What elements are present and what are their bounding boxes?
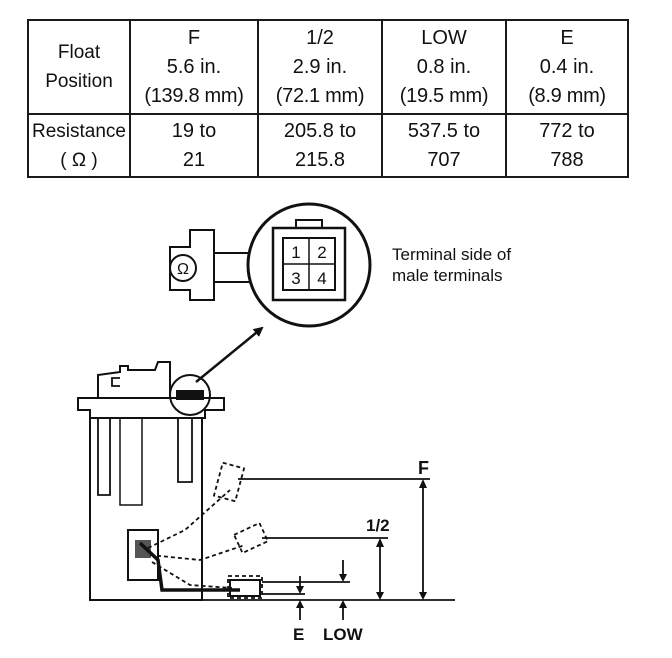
empty-upper-arrowhead <box>296 586 304 594</box>
pointer-arrow <box>195 326 264 383</box>
level-label-half: 1/2 <box>366 516 390 535</box>
resistance-value: 537.5 to <box>407 119 481 142</box>
ohm-symbol: Ω <box>177 261 189 278</box>
resistance-f: 19 to 21 <box>129 113 259 178</box>
resistance-value: 19 to <box>171 119 217 142</box>
top-flange <box>77 397 225 419</box>
resistance-value: 21 <box>182 148 206 171</box>
resistance-e: 772 to 788 <box>505 113 629 178</box>
connector-ring <box>169 374 211 416</box>
float-position-header: Float Position <box>27 19 131 115</box>
float-resistance-table: Float Position F 5.6 in. (139.8 mm) 1/2 … <box>27 19 629 178</box>
ohmmeter-dial <box>169 254 197 282</box>
fuel-tube-left <box>97 418 111 496</box>
float-label: Float <box>57 42 101 63</box>
pump-housing <box>89 418 203 601</box>
empty-lower-arrowhead <box>296 600 304 608</box>
level-label-e: E <box>293 625 304 644</box>
column-inches: 0.4 in. <box>539 55 595 78</box>
terminal-caption-line2: male terminals <box>392 266 503 285</box>
terminal-4: 4 <box>317 269 326 288</box>
connector-magnifier: 1 2 3 4 <box>246 202 372 328</box>
low-upper-arrowhead <box>339 574 347 582</box>
arm-to-half <box>149 544 246 561</box>
resistance-value: 788 <box>550 148 584 171</box>
float-low <box>229 579 261 597</box>
connector-latch <box>295 219 323 228</box>
float-full <box>212 461 246 503</box>
resistance-header: Resistance ( Ω ) <box>27 113 131 178</box>
level-label-low: LOW <box>323 625 364 644</box>
outlet-pipe <box>111 377 120 387</box>
float-empty <box>227 575 263 599</box>
sender-unit <box>77 361 261 601</box>
resistance-value: 707 <box>427 148 461 171</box>
terminal-2: 2 <box>317 243 326 262</box>
terminal-1: 1 <box>291 243 300 262</box>
column-mm: (19.5 mm) <box>399 84 489 107</box>
column-e: E 0.4 in. (8.9 mm) <box>505 19 629 115</box>
arm-to-full <box>147 489 231 549</box>
column-mm: (139.8 mm) <box>144 84 244 107</box>
column-name: E <box>560 26 574 49</box>
column-mm: (72.1 mm) <box>275 84 365 107</box>
float-position-row: Float Position F 5.6 in. (139.8 mm) 1/2 … <box>27 19 629 115</box>
low-lower-arrowhead <box>339 600 347 608</box>
resistance-value: 772 to <box>539 119 595 142</box>
column-inches: 5.6 in. <box>166 55 222 78</box>
float-positions-dashed <box>147 461 270 599</box>
fuel-filter-top <box>97 361 171 399</box>
column-inches: 0.8 in. <box>416 55 472 78</box>
column-f: F 5.6 in. (139.8 mm) <box>129 19 259 115</box>
connector-housing <box>271 226 347 302</box>
ohmmeter-body <box>169 229 215 301</box>
connector-plug <box>176 390 204 400</box>
position-label: Position <box>45 71 113 92</box>
dimension-arrows <box>296 479 427 620</box>
resistance-label: Resistance <box>32 120 126 142</box>
arm-to-empty <box>151 561 233 589</box>
column-name: LOW <box>421 26 467 49</box>
resistance-row: Resistance ( Ω ) 19 to 21 205.8 to 215.8… <box>27 113 629 178</box>
column-inches: 2.9 in. <box>292 55 348 78</box>
terminal-3: 3 <box>291 269 300 288</box>
column-low: LOW 0.8 in. (19.5 mm) <box>381 19 507 115</box>
sender-core <box>135 540 151 558</box>
resistance-value: 205.8 to <box>283 119 357 142</box>
column-name: 1/2 <box>306 26 334 49</box>
column-name: F <box>187 26 201 49</box>
float-arm-low <box>138 541 240 592</box>
column-half: 1/2 2.9 in. (72.1 mm) <box>257 19 383 115</box>
column-mm: (8.9 mm) <box>528 84 606 107</box>
level-reference-lines <box>202 478 455 601</box>
fuel-tube-right <box>177 418 193 483</box>
resistance-value: 215.8 <box>294 148 346 171</box>
terminal-caption-line1: Terminal side of <box>392 245 511 264</box>
level-label-f: F <box>418 458 429 478</box>
resistance-low: 537.5 to 707 <box>381 113 507 178</box>
inner-column <box>119 418 143 506</box>
ohm-unit-label: ( Ω ) <box>60 149 98 171</box>
resistance-half: 205.8 to 215.8 <box>257 113 383 178</box>
